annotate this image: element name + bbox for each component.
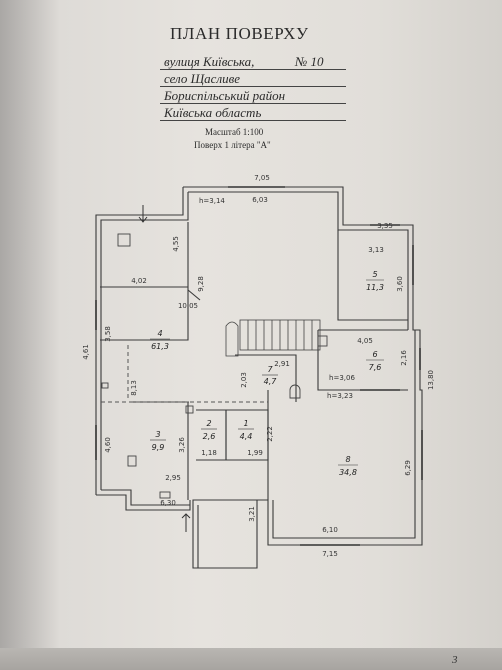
dim-3-60: 3,60: [396, 276, 404, 292]
dim-h-3-14: h=3,14: [199, 197, 225, 205]
dim-6-30: 6,30: [160, 499, 176, 507]
underline: [160, 120, 346, 121]
room-2-area: 2,6: [203, 432, 216, 441]
underline: [160, 103, 346, 104]
room-1-number: 1: [243, 419, 248, 428]
room-2-number: 2: [206, 419, 211, 428]
walls: [95, 186, 423, 569]
bottom-shadow-strip: [0, 648, 502, 670]
room-7-number: 7: [267, 365, 273, 374]
dim-3-13: 3,13: [368, 246, 384, 254]
dim-h-3-23: h=3,23: [327, 392, 353, 400]
dim-2-91: 2,91: [274, 360, 290, 368]
dim-2-22: 2,22: [266, 426, 274, 442]
staircase: [225, 319, 321, 357]
room-4-number: 4: [157, 329, 162, 338]
room-6-area: 7,6: [369, 363, 382, 372]
dim-3-26: 3,26: [178, 437, 186, 453]
dim-6-29: 6,29: [404, 460, 412, 476]
dim-7-05: 7,05: [254, 174, 270, 182]
room-7-area: 4,7: [264, 377, 278, 386]
plan-title: ПЛАН ПОВЕРХУ: [170, 24, 309, 43]
underline: [160, 69, 346, 70]
dim-10-05: 10,05: [178, 302, 198, 310]
dim-2-95: 2,95: [165, 474, 181, 482]
room-3-area: 9,9: [152, 443, 165, 452]
page-fold-shadow: [0, 0, 60, 670]
dim-4-61: 4,61: [82, 344, 90, 360]
window-marks: [95, 186, 423, 546]
dim-4-05: 4,05: [357, 337, 373, 345]
fixtures: [101, 233, 328, 499]
dim-8-13: 8,13: [130, 380, 138, 396]
room-3-number: 3: [155, 430, 160, 439]
room-8-number: 8: [345, 455, 350, 464]
dim-1-18: 1,18: [201, 449, 217, 457]
dim-6-10: 6,10: [322, 526, 338, 534]
dim-7-15: 7,15: [322, 550, 338, 558]
house-number: № 10: [294, 54, 324, 69]
room-5-area: 11,3: [366, 283, 384, 292]
village-line: село Щасливе: [164, 71, 241, 86]
street-line: вулиця Київська, № 10: [164, 54, 323, 70]
room-6-number: 6: [372, 350, 377, 359]
dim-1-99: 1,99: [247, 449, 263, 457]
region-line: Київська область: [164, 105, 262, 120]
dim-2-03: 2,03: [240, 372, 248, 388]
room-8-area: 34,8: [339, 468, 357, 477]
dim-6-03: 6,03: [252, 196, 268, 204]
room-labels: 5 11,3 4 61,3 6 7,6 7 4,7 2 2,6 1 4,4 3 …: [150, 270, 384, 477]
page-number: 3: [452, 654, 458, 666]
dim-9-28: 9,28: [197, 276, 205, 292]
dim-4-02: 4,02: [131, 277, 147, 285]
dim-3-35: 3,35: [377, 222, 393, 230]
dim-h-3-06: h=3,06: [329, 374, 355, 382]
underline: [160, 86, 346, 87]
street-name: вулиця Київська,: [164, 54, 255, 69]
floor-label: Поверх 1 літера "А": [194, 140, 271, 150]
dim-3-21: 3,21: [248, 506, 256, 522]
dim-13-80: 13,80: [427, 370, 435, 390]
dim-4-55: 4,55: [172, 236, 180, 252]
dim-3-58: 3,58: [104, 326, 112, 342]
room-5-number: 5: [372, 270, 377, 279]
dimension-labels: 7,05 6,03 h=3,14 3,35 3,13 4,55 9,28 4,0…: [82, 174, 435, 558]
district-line: Бориспільський район: [164, 88, 286, 103]
room-1-area: 4,4: [240, 432, 253, 441]
scale-label: Масштаб 1:100: [205, 127, 264, 137]
dim-2-16: 2,16: [400, 350, 408, 366]
dim-4-60: 4,60: [104, 437, 112, 453]
entry-arrows: [138, 205, 191, 532]
dashed-partitions: [101, 345, 268, 403]
room-4-area: 61,3: [151, 342, 169, 351]
